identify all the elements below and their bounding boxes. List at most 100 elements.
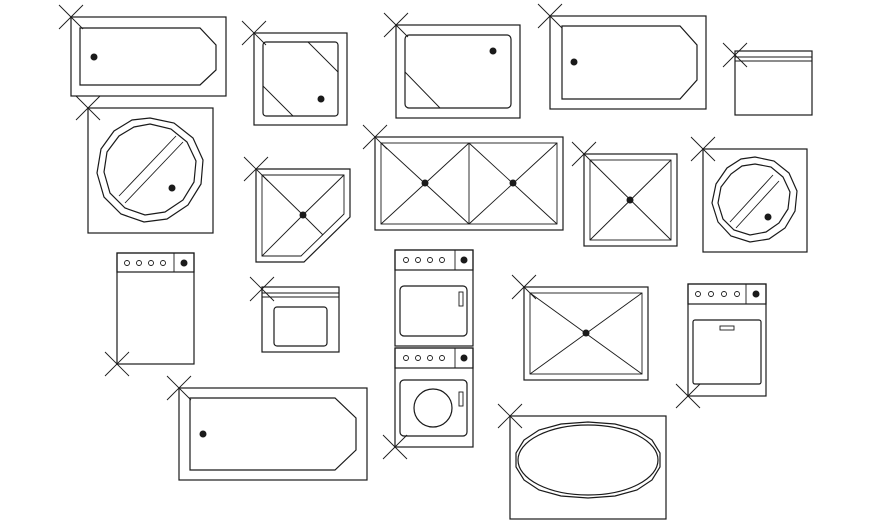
range-1-knob [721, 291, 727, 297]
double-shower-1-outline [374, 136, 564, 231]
range-1-knob [695, 291, 701, 297]
bathtub-1-basin [79, 27, 217, 86]
bathtub-1 [58, 4, 227, 97]
washer-1-knob [415, 355, 421, 361]
corner-tub-1-basin [262, 41, 339, 117]
shower-corner-1-outline [255, 168, 351, 263]
bathtub-3-drain [570, 58, 578, 66]
counter-unit-1-outline [734, 50, 813, 116]
washer-1 [382, 347, 474, 460]
dryer-1-outline [394, 249, 474, 347]
shower-square-1-drain [626, 196, 634, 204]
round-tub-1-drain [168, 184, 176, 192]
washer-1-insertion-mark [382, 434, 408, 460]
range-1 [675, 283, 767, 409]
dryer-1-dial [460, 256, 468, 264]
double-shower-1-drain-left [421, 179, 429, 187]
range-1-handle [719, 325, 735, 331]
dryer-1-control-panel [394, 249, 474, 271]
dryer-1-knob [439, 257, 445, 263]
round-tub-2 [690, 136, 808, 253]
bathtub-4-basin [189, 397, 357, 471]
shower-rect-1 [511, 274, 649, 381]
shower-corner-1-insertion-mark [243, 156, 269, 182]
corner-tub-1-insertion-mark [241, 20, 267, 46]
range-1-dial [752, 290, 760, 298]
bathtub-3-basin [561, 25, 698, 100]
oval-tub-1-insertion-mark [497, 403, 523, 429]
round-tub-1-outline [87, 107, 214, 234]
dishwasher-1-knob [148, 260, 154, 266]
round-tub-2-rim [711, 156, 798, 243]
oval-tub-1-basin [517, 424, 659, 496]
dishwasher-1-insertion-mark [104, 351, 130, 377]
range-1-knob [708, 291, 714, 297]
corner-tub-1-drain [317, 95, 325, 103]
shower-square-1-pan [589, 159, 672, 241]
washer-1-door-frame [399, 379, 468, 437]
washer-1-dial [460, 354, 468, 362]
washer-1-porthole [413, 388, 453, 428]
bathtub-4-insertion-mark [166, 375, 192, 401]
bathtub-2-outline [395, 24, 521, 119]
shower-corner-1 [243, 156, 351, 263]
double-shower-1 [362, 124, 564, 231]
round-tub-1 [75, 95, 214, 234]
counter-unit-1-insertion-mark [722, 42, 748, 68]
bathtub-4 [166, 375, 368, 481]
oval-tub-1-outline [509, 415, 667, 520]
round-tub-2-outline [702, 148, 808, 253]
round-tub-1-basin [103, 123, 197, 216]
round-tub-2-drain [764, 213, 772, 221]
range-1-outline [687, 283, 767, 397]
bathtub-1-drain [90, 53, 98, 61]
washer-1-control-panel [394, 347, 474, 369]
bathtub-4-outline [178, 387, 368, 481]
round-tub-1-insertion-mark [75, 95, 101, 121]
dishwasher-1-outline [116, 252, 195, 365]
dishwasher-1-knob [124, 260, 130, 266]
dishwasher-1-control-panel [116, 252, 195, 273]
dishwasher-1-knob [160, 260, 166, 266]
shower-rect-1-drain [582, 329, 590, 337]
bathtub-3 [537, 3, 707, 110]
shower-rect-1-insertion-mark [511, 274, 537, 300]
dryer-1-door [399, 285, 468, 337]
round-tub-2-insertion-mark [690, 136, 716, 162]
oven-1-insertion-mark [249, 276, 275, 302]
bathtub-2 [383, 12, 521, 119]
shower-rect-1-outline [523, 286, 649, 381]
double-shower-1-insertion-mark [362, 124, 388, 150]
counter-unit-1 [722, 42, 813, 116]
range-1-control-panel [687, 283, 767, 305]
oven-1-door-window [273, 306, 328, 347]
washer-1-outline [394, 347, 474, 448]
dishwasher-1 [104, 252, 195, 377]
dryer-1-knob [427, 257, 433, 263]
bathtub-1-insertion-mark [58, 4, 84, 30]
washer-1-knob [439, 355, 445, 361]
round-tub-1-rim [96, 117, 204, 223]
dishwasher-1-dial [180, 259, 188, 267]
bathtub-2-basin [404, 34, 512, 109]
washer-1-handle [458, 391, 464, 407]
bathtub-2-insertion-mark [383, 12, 409, 38]
dishwasher-1-knob [136, 260, 142, 266]
bathtub-3-insertion-mark [537, 3, 563, 29]
oval-tub-1-rim [515, 421, 661, 499]
washer-1-knob [403, 355, 409, 361]
round-tub-2-basin [717, 163, 791, 236]
dryer-1 [394, 249, 474, 347]
dryer-1-knob [415, 257, 421, 263]
dryer-1-handle [458, 291, 464, 307]
shower-rect-1-pan [529, 292, 643, 375]
oven-1 [249, 276, 340, 353]
range-1-knob [734, 291, 740, 297]
shower-corner-1-drain [299, 211, 307, 219]
shower-square-1-insertion-mark [571, 141, 597, 167]
bathtub-2-drain [489, 47, 497, 55]
washer-1-knob [427, 355, 433, 361]
bathtub-4-drain [199, 430, 207, 438]
oven-1-outline [261, 286, 340, 353]
